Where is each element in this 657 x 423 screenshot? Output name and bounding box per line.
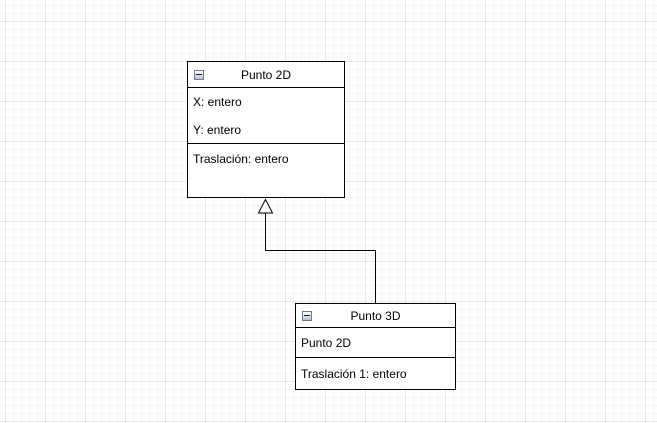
hollow-triangle-arrowhead: [257, 198, 274, 214]
method-row[interactable]: Traslación 1: entero: [296, 358, 455, 389]
method-label: Traslación: entero: [193, 152, 289, 166]
class-title: Punto 2D: [240, 67, 292, 82]
method-row[interactable]: Traslación: entero: [188, 144, 344, 174]
uml-class-punto-2d[interactable]: Punto 2D X: entero Y: entero Traslación:…: [187, 61, 345, 198]
minus-glyph: [304, 315, 310, 316]
class-header[interactable]: Punto 3D: [296, 304, 455, 328]
class-title: Punto 3D: [350, 308, 401, 323]
methods-section: Traslación: entero: [188, 144, 344, 198]
attributes-section: Punto 2D: [296, 328, 455, 358]
uml-class-punto-3d[interactable]: Punto 3D Punto 2D Traslación 1: entero: [295, 303, 456, 390]
attribute-row[interactable]: Punto 2D: [296, 328, 455, 357]
attributes-section: X: entero Y: entero: [188, 88, 344, 144]
attribute-label: Punto 2D: [301, 336, 352, 350]
attribute-label: Y: entero: [193, 123, 242, 137]
minus-glyph: [196, 74, 202, 75]
collapse-minus-icon[interactable]: [194, 69, 204, 80]
connector-line[interactable]: [265, 213, 376, 303]
attribute-label: X: entero: [193, 95, 242, 109]
attribute-row[interactable]: Y: entero: [188, 116, 344, 143]
class-header[interactable]: Punto 2D: [188, 62, 344, 88]
method-label: Traslación 1: entero: [301, 366, 407, 381]
collapse-minus-icon[interactable]: [302, 310, 312, 321]
methods-section: Traslación 1: entero: [296, 358, 455, 389]
attribute-row[interactable]: X: entero: [188, 88, 344, 116]
